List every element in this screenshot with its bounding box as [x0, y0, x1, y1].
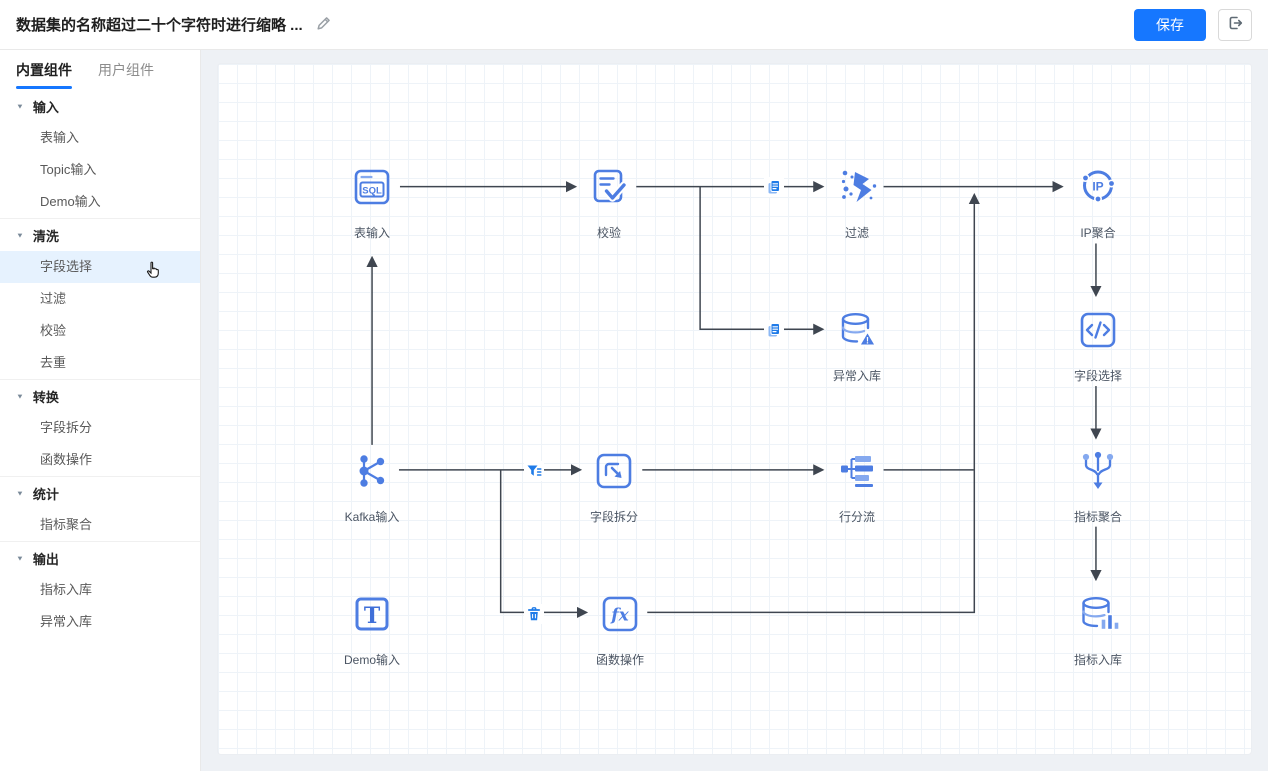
component-group-stats: ▼ 统计 指标聚合 [0, 476, 200, 541]
rows-icon [834, 448, 880, 494]
node-field-split[interactable]: 字段拆分 [564, 448, 664, 525]
component-group-output: ▼ 输出 指标入库 异常入库 [0, 541, 200, 638]
fx-icon: fx [597, 591, 643, 637]
flow-edges [366, 181, 1102, 619]
group-label: 清洗 [32, 228, 59, 244]
node-demo-input[interactable]: T Demo输入 [322, 591, 422, 668]
chevron-down-icon: ▼ [16, 489, 24, 497]
group-label: 统计 [32, 486, 59, 502]
node-label: Demo输入 [343, 653, 400, 667]
node-label: 过滤 [844, 226, 869, 240]
group-header-output[interactable]: ▼ 输出 [0, 542, 200, 574]
node-label: 校验 [596, 226, 621, 240]
chevron-down-icon: ▼ [16, 392, 24, 400]
group-header-clean[interactable]: ▼ 清洗 [0, 219, 200, 251]
node-field-select[interactable]: 字段选择 [1048, 307, 1148, 384]
group-label: 输出 [32, 551, 59, 567]
pencil-icon [315, 15, 332, 35]
sidebar-item-demo-input[interactable]: Demo输入 [40, 194, 101, 209]
svg-text:SQL: SQL [362, 185, 382, 196]
split-arrow-icon [591, 448, 637, 494]
node-label: 异常入库 [832, 369, 881, 383]
sidebar-item-topic-input[interactable]: Topic输入 [40, 162, 97, 177]
component-group-clean: ▼ 清洗 字段选择 过滤 校验 去重 [0, 218, 200, 379]
text-t-icon: T [349, 591, 395, 637]
copy-badge-icon[interactable] [764, 320, 784, 340]
dataset-title: 数据集的名称超过二十个字符时进行缩略 ... [16, 17, 303, 34]
node-error-sink[interactable]: ! 异常入库 [807, 307, 907, 384]
sidebar-item-field-select[interactable]: 字段选择 [0, 251, 200, 283]
node-label: 函数操作 [595, 653, 644, 667]
chevron-down-icon: ▼ [16, 231, 24, 239]
node-table-input[interactable]: SQL 表输入 [322, 164, 422, 241]
node-filter[interactable]: 过滤 [807, 164, 907, 241]
trash-badge-icon[interactable] [524, 604, 544, 624]
top-header: 数据集的名称超过二十个字符时进行缩略 ... 保存 [0, 0, 1268, 50]
db-warning-icon: ! [834, 307, 880, 353]
filter-badge-icon[interactable] [524, 461, 544, 481]
svg-text:fx: fx [610, 606, 629, 626]
node-func-op[interactable]: fx 函数操作 [570, 591, 670, 668]
sidebar-item-validate[interactable]: 校验 [40, 323, 67, 338]
edit-title-button[interactable] [315, 15, 332, 35]
svg-text:!: ! [866, 336, 869, 346]
group-header-transform[interactable]: ▼ 转换 [0, 380, 200, 412]
node-label: 指标聚合 [1073, 510, 1122, 524]
chevron-down-icon: ▼ [16, 554, 24, 562]
chevron-down-icon: ▼ [16, 102, 24, 110]
save-button[interactable]: 保存 [1134, 8, 1206, 41]
node-kafka-input[interactable]: Kafka输入 [322, 448, 422, 525]
components-sidebar: 内置组件 用户组件 ▼ 输入 表输入 Topic输入 Demo输入 ▼ 清洗 字… [0, 50, 201, 771]
node-label: 字段选择 [1073, 369, 1122, 383]
node-metric-sink[interactable]: 指标入库 [1048, 591, 1148, 668]
group-header-input[interactable]: ▼ 输入 [0, 90, 200, 122]
tab-user-components[interactable]: 用户组件 [98, 62, 154, 78]
component-group-input: ▼ 输入 表输入 Topic输入 Demo输入 [0, 90, 200, 218]
export-button[interactable] [1218, 8, 1252, 41]
copy-badge-icon[interactable] [764, 177, 784, 197]
sidebar-item-dedup[interactable]: 去重 [40, 355, 67, 370]
group-label: 转换 [32, 389, 59, 405]
code-icon [1075, 307, 1121, 353]
funnel-dots-icon [834, 164, 880, 210]
svg-text:T: T [364, 603, 381, 629]
node-row-split[interactable]: 行分流 [807, 448, 907, 525]
sidebar-item-func-op[interactable]: 函数操作 [40, 452, 93, 467]
sidebar-item-field-split[interactable]: 字段拆分 [40, 420, 93, 435]
merge-down-icon [1075, 448, 1121, 494]
node-label: 行分流 [838, 510, 875, 524]
node-label: 指标入库 [1073, 653, 1122, 667]
group-header-stats[interactable]: ▼ 统计 [0, 477, 200, 509]
sidebar-tabs: 内置组件 用户组件 [0, 50, 200, 90]
tab-builtin-components[interactable]: 内置组件 [16, 50, 72, 90]
node-validate[interactable]: 校验 [559, 164, 659, 241]
db-chart-icon [1075, 591, 1121, 637]
ip-icon: IP [1075, 164, 1121, 210]
export-icon [1226, 14, 1244, 35]
flow-canvas[interactable]: SQL 表输入 校验 [217, 63, 1252, 755]
sidebar-item-metric-agg[interactable]: 指标聚合 [40, 517, 93, 532]
svg-text:IP: IP [1092, 180, 1103, 194]
sidebar-item-metric-sink[interactable]: 指标入库 [40, 582, 93, 597]
node-metric-agg[interactable]: 指标聚合 [1048, 448, 1148, 525]
canvas-area: SQL 表输入 校验 [201, 50, 1268, 771]
node-label: 字段拆分 [589, 510, 638, 524]
sidebar-item-table-input[interactable]: 表输入 [40, 130, 80, 145]
node-label: IP聚合 [1080, 226, 1116, 240]
doc-check-icon [586, 164, 632, 210]
node-label: Kafka输入 [344, 510, 400, 524]
node-label: 表输入 [353, 226, 390, 240]
node-ip-agg[interactable]: IP IP聚合 [1048, 164, 1148, 241]
sidebar-item-filter[interactable]: 过滤 [40, 291, 67, 306]
kafka-icon [349, 448, 395, 494]
component-group-transform: ▼ 转换 字段拆分 函数操作 [0, 379, 200, 476]
sidebar-item-error-sink[interactable]: 异常入库 [40, 614, 93, 629]
sql-icon: SQL [349, 164, 395, 210]
group-label: 输入 [32, 99, 59, 115]
